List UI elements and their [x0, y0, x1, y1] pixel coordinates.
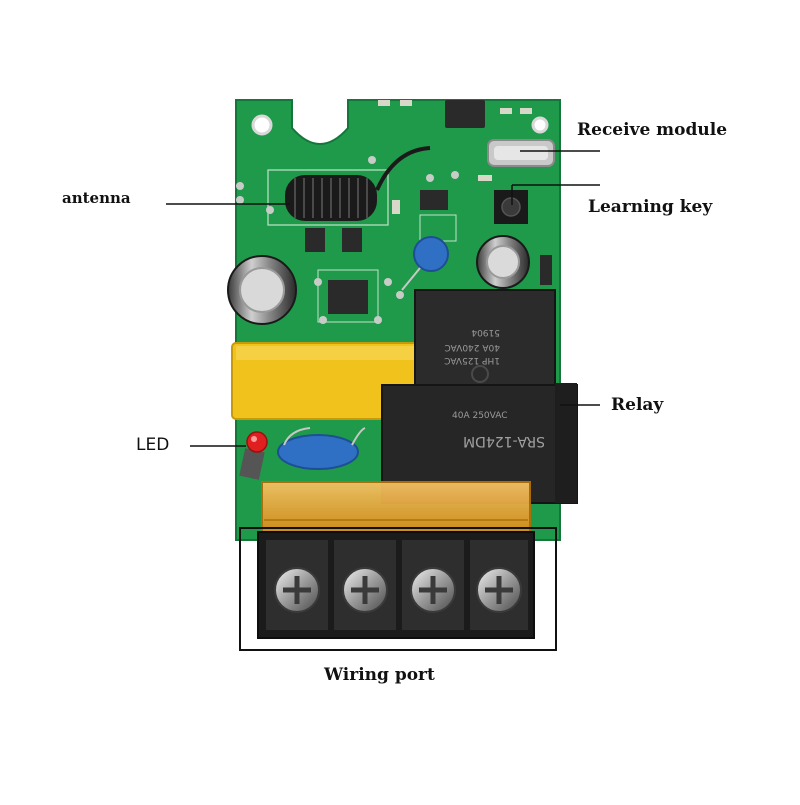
receive-module [487, 139, 555, 167]
mounting-hole [251, 114, 273, 136]
label-wiring-port: Wiring port [324, 665, 435, 685]
label-antenna: antenna [62, 189, 131, 207]
transistor-u5 [420, 190, 448, 210]
relay-rating-1: 40A 250VAC [452, 411, 508, 421]
bridge-rectifier [328, 280, 368, 314]
screw-terminal-icon [274, 567, 320, 613]
relay: 51904 40A 240VAC 1HP 125VAC 40A 250VAC S… [381, 289, 578, 504]
leader-lines [166, 150, 600, 447]
screw-terminal-icon [476, 567, 522, 613]
learning-key-switch [494, 190, 528, 224]
terminal-block [257, 531, 535, 639]
diode-d3 [305, 228, 325, 252]
relay-rating-2: 1HP 125VAC [444, 355, 500, 365]
relay-rating-3: 40A 240VAC [444, 342, 500, 352]
relay-code: 51904 [471, 327, 500, 337]
screw-terminal-icon [410, 567, 456, 613]
screw-terminal-icon [342, 567, 388, 613]
label-led: LED [136, 435, 170, 455]
electrolytic-capacitor-right [476, 235, 530, 289]
ceramic-capacitor [413, 236, 449, 272]
wiring-port-frame [239, 527, 557, 651]
label-receive-module: Receive module [577, 120, 728, 140]
ic-chip [445, 100, 485, 128]
terminal-cover [261, 481, 531, 535]
red-led-icon [239, 431, 268, 480]
electrolytic-capacitor-left [227, 255, 297, 325]
relay-model: SRA-124DM [463, 433, 545, 449]
label-learning-key: Learning key [588, 197, 713, 217]
blue-capacitor-bottom [277, 427, 366, 470]
mounting-hole [531, 116, 549, 134]
label-relay: Relay [611, 395, 664, 415]
smd-part [540, 255, 552, 285]
diode-d2 [342, 228, 362, 252]
coil-antenna-icon [285, 146, 431, 221]
